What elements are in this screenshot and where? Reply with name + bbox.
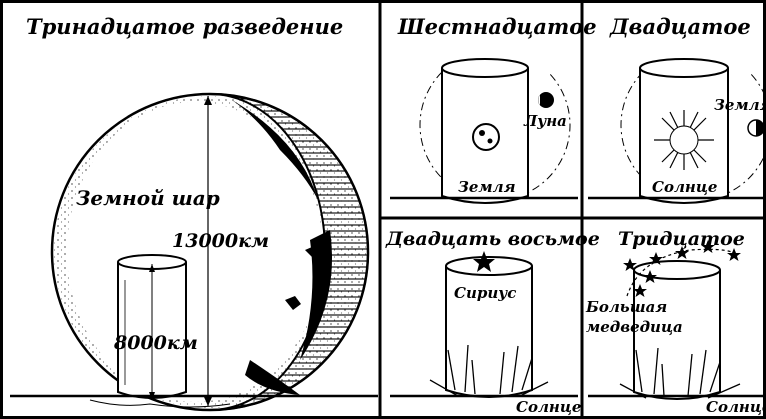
panel-30-title: Тридцатое [618,230,745,249]
bigdipper-label-2: медведица [586,320,683,335]
panel-16-title: Шестнадцатое [398,16,597,37]
sirius-label: Сириус [454,286,516,301]
moon [538,92,554,108]
earth-label-20: Земля [714,98,766,113]
sun-label-30: Солнце [706,400,766,415]
globe-label: Земной шар [76,188,220,208]
cylinder-label: 8000км [114,334,198,353]
panel-13-title: Тринадцатое разведение [26,16,343,37]
sun-label-20: Солнце [650,180,719,195]
moon-label: Луна [524,114,567,129]
sun-label-28: Солнце [516,400,581,415]
panel-20-title: Двадцатое [610,16,751,37]
globe-drawing [10,94,378,410]
earth-small [473,124,499,150]
earth-label: Земля [456,180,518,195]
diameter-label: 13000км [172,232,269,251]
panel-28-drawing [390,251,578,397]
bigdipper-label-1: Большая [586,300,667,315]
panel-28-title: Двадцать восьмое [386,230,600,249]
